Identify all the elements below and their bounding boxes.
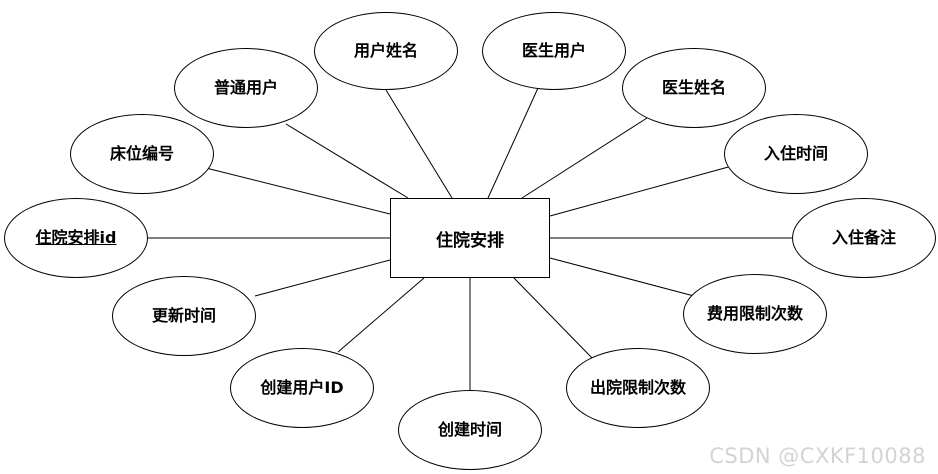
attr-label: 费用限制次数 (706, 304, 803, 323)
attr-bed-number: 床位编号 (70, 114, 214, 194)
attr-username: 用户姓名 (314, 12, 458, 90)
attr-label: 创建用户ID (260, 378, 344, 397)
attr-create-time: 创建时间 (398, 390, 542, 470)
connector-line (254, 259, 391, 297)
attr-label: 出院限制次数 (589, 378, 686, 397)
connector-line (521, 117, 648, 199)
connector-line (549, 165, 733, 217)
attr-discharge-limit: 出院限制次数 (566, 348, 710, 428)
attr-label: 创建时间 (437, 420, 502, 439)
attr-label: 用户姓名 (353, 41, 418, 60)
attr-arrangement-id: 住院安排id (4, 198, 148, 278)
attr-doctor-name: 医生姓名 (622, 48, 766, 128)
attr-label: 入住备注 (831, 228, 896, 247)
attr-label: 医生姓名 (661, 78, 726, 97)
connector-line (385, 89, 453, 199)
attr-checkin-time: 入住时间 (724, 114, 868, 194)
connector-line (337, 277, 425, 353)
attr-label: 更新时间 (151, 306, 216, 325)
attr-label: 普通用户 (213, 78, 278, 97)
connector-line (487, 87, 539, 199)
attr-checkin-note: 入住备注 (792, 198, 936, 278)
attr-label-key: 住院安排id (35, 228, 117, 247)
attr-fee-limit: 费用限制次数 (683, 274, 827, 354)
attr-doctor-user: 医生用户 (482, 12, 626, 90)
attr-creator-id: 创建用户ID (230, 348, 374, 428)
attr-update-time: 更新时间 (112, 276, 256, 356)
watermark: CSDN @CXKF10088 (709, 444, 926, 468)
entity-label: 住院安排 (436, 230, 504, 251)
attr-label: 入住时间 (763, 144, 828, 163)
attr-label: 医生用户 (521, 41, 586, 60)
attr-normal-user: 普通用户 (174, 48, 318, 128)
connector-line (205, 167, 391, 215)
connector-line (513, 277, 595, 361)
connector-line (549, 257, 695, 297)
entity-box: 住院安排 (390, 198, 550, 278)
attr-label: 床位编号 (109, 144, 174, 163)
connector-line (285, 123, 409, 199)
